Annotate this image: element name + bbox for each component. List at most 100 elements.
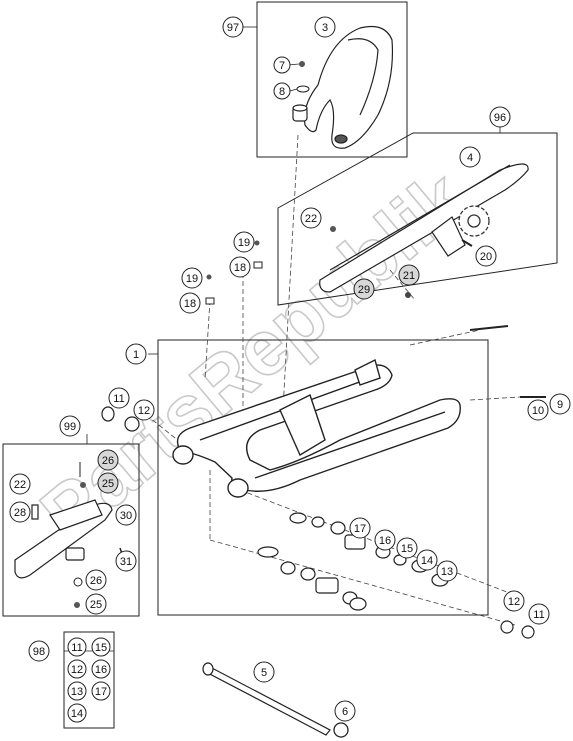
callout-22b[interactable]: 22: [9, 473, 31, 495]
pivot-shaft-part: [202, 662, 331, 736]
svg-text:25: 25: [102, 478, 114, 490]
kit-callout-14[interactable]: 14: [67, 703, 87, 723]
svg-text:19: 19: [186, 273, 198, 285]
svg-text:28: 28: [14, 507, 26, 519]
callout-10[interactable]: 10: [527, 399, 549, 421]
chain-guard-part: [319, 163, 529, 293]
svg-text:18: 18: [184, 298, 196, 310]
nut-26-part: [73, 577, 83, 587]
callout-7[interactable]: 7: [273, 56, 291, 74]
frame-swingarm: [157, 339, 489, 616]
kit-callout-15[interactable]: 15: [91, 637, 111, 657]
chain-guide-part: [292, 25, 394, 149]
callout-99[interactable]: 99: [59, 415, 81, 437]
callout-3[interactable]: 3: [314, 16, 336, 38]
callout-26a[interactable]: 26: [97, 449, 119, 471]
callout-1[interactable]: 1: [125, 343, 147, 365]
callout-28[interactable]: 28: [9, 501, 31, 523]
svg-text:14: 14: [71, 708, 83, 720]
rear-bolt-part: [469, 325, 509, 331]
bolt-25-part: [74, 482, 86, 608]
screw-7-part: [299, 61, 305, 67]
svg-text:31: 31: [120, 556, 132, 568]
callout-13[interactable]: 13: [436, 560, 458, 582]
svg-text:12: 12: [508, 596, 520, 608]
chain-slider-part: [14, 462, 113, 579]
callout-25b[interactable]: 25: [85, 593, 107, 615]
svg-text:21: 21: [403, 270, 415, 282]
nut-21-part: [405, 292, 411, 298]
svg-text:12: 12: [71, 664, 83, 676]
svg-text:13: 13: [441, 566, 453, 578]
svg-text:17: 17: [95, 686, 107, 698]
svg-text:10: 10: [532, 405, 544, 417]
svg-text:11: 11: [533, 609, 544, 621]
callout-18a[interactable]: 18: [229, 256, 251, 278]
callout-12a[interactable]: 12: [133, 399, 155, 421]
svg-text:3: 3: [322, 22, 328, 34]
washer-left-part: [101, 406, 140, 432]
clip-18-part: [205, 261, 263, 305]
callout-19a[interactable]: 19: [233, 231, 255, 253]
nut-6-part: [333, 722, 349, 738]
svg-text:97: 97: [227, 22, 239, 34]
svg-text:22: 22: [14, 479, 26, 491]
callout-31[interactable]: 31: [115, 550, 137, 572]
callout-4[interactable]: 4: [459, 146, 481, 168]
frame-chain-slider-kit: [2, 443, 140, 617]
svg-text:12: 12: [138, 405, 150, 417]
callout-12b[interactable]: 12: [503, 590, 525, 612]
kit-callout-11[interactable]: 11: [67, 637, 87, 657]
svg-text:11: 11: [71, 642, 82, 654]
callout-29[interactable]: 29: [353, 278, 375, 300]
svg-text:16: 16: [379, 535, 391, 547]
svg-text:15: 15: [95, 642, 107, 654]
svg-text:13: 13: [71, 686, 83, 698]
callout-14[interactable]: 14: [416, 549, 438, 571]
svg-text:29: 29: [358, 284, 370, 296]
bolt-22-part: [330, 226, 336, 232]
svg-text:6: 6: [342, 706, 348, 718]
callouts: 97 3 7 8 96 4 22 20 21 29 19 18 19 18 1 …: [9, 16, 571, 723]
callout-16[interactable]: 16: [374, 529, 396, 551]
svg-text:26: 26: [102, 455, 114, 467]
callout-96[interactable]: 96: [489, 106, 511, 128]
callout-11a[interactable]: 11: [108, 387, 130, 409]
callout-97[interactable]: 97: [222, 16, 244, 38]
svg-text:15: 15: [401, 543, 413, 555]
callout-5[interactable]: 5: [253, 661, 275, 683]
svg-text:25: 25: [90, 599, 102, 611]
bushing-stack-lower: [257, 546, 367, 611]
callout-21[interactable]: 21: [398, 264, 420, 286]
svg-text:7: 7: [279, 60, 285, 72]
kit-callout-17[interactable]: 17: [91, 681, 111, 701]
svg-text:26: 26: [90, 575, 102, 587]
frame-chain-guard-kit: [277, 132, 558, 306]
svg-text:14: 14: [421, 555, 433, 567]
kit-callout-12[interactable]: 12: [67, 659, 87, 679]
svg-text:20: 20: [480, 251, 492, 263]
callout-25a[interactable]: 25: [97, 472, 119, 494]
callout-9[interactable]: 9: [549, 393, 571, 415]
callout-26b[interactable]: 26: [85, 569, 107, 591]
svg-text:99: 99: [64, 421, 76, 433]
callout-22a[interactable]: 22: [300, 207, 322, 229]
callout-11b[interactable]: 11: [528, 603, 550, 625]
svg-text:4: 4: [467, 152, 473, 164]
callout-19b[interactable]: 19: [181, 267, 203, 289]
kit-callout-13[interactable]: 13: [67, 681, 87, 701]
kit-callout-16[interactable]: 16: [91, 659, 111, 679]
svg-text:18: 18: [234, 262, 246, 274]
callout-8[interactable]: 8: [273, 82, 291, 100]
swingarm-part: [172, 358, 461, 498]
callout-30[interactable]: 30: [115, 504, 137, 526]
callout-20[interactable]: 20: [475, 245, 497, 267]
callout-18b[interactable]: 18: [179, 292, 201, 314]
callout-17[interactable]: 17: [349, 517, 371, 539]
callout-98[interactable]: 98: [28, 640, 50, 662]
svg-text:22: 22: [305, 213, 317, 225]
screw-19-part: [206, 240, 260, 280]
callout-15[interactable]: 15: [396, 537, 418, 559]
callout-6[interactable]: 6: [334, 700, 356, 722]
